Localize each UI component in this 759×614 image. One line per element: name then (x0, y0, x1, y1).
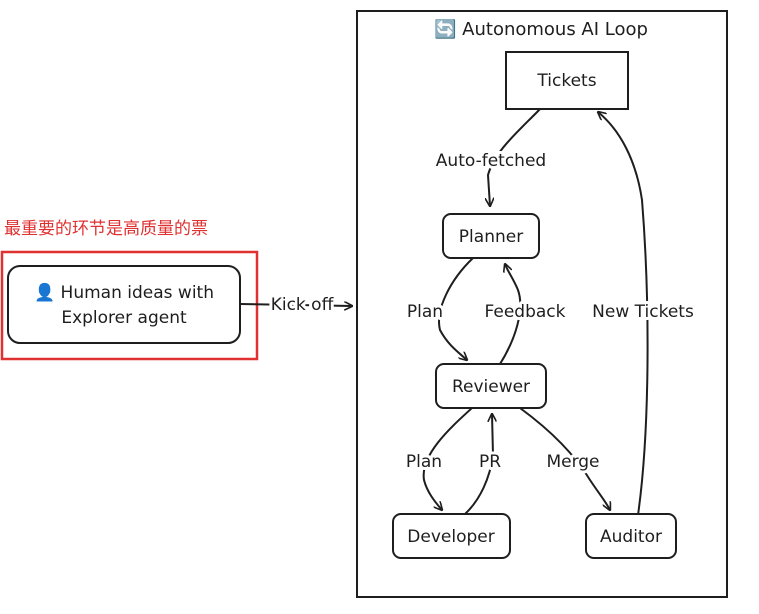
label-auto-fetched: Auto-fetched (436, 151, 546, 171)
node-human-line1: 👤 Human ideas with (34, 282, 214, 303)
node-tickets[interactable]: Tickets (505, 51, 629, 110)
node-human[interactable]: 👤 Human ideas with Explorer agent (7, 265, 241, 344)
node-planner[interactable]: Planner (442, 213, 540, 259)
edge-plan-reviewer (438, 257, 474, 360)
node-reviewer[interactable]: Reviewer (435, 363, 547, 409)
highlight-box (0, 250, 259, 361)
node-human-line2: Explorer agent (61, 308, 187, 328)
edge-merge (519, 407, 610, 510)
edge-auto-fetched (488, 107, 542, 206)
node-planner-label: Planner (459, 227, 523, 247)
edge-pr (464, 414, 493, 515)
edge-kickoff (239, 304, 353, 306)
label-plan-reviewer: Plan (407, 302, 443, 322)
node-auditor[interactable]: Auditor (585, 513, 677, 559)
node-developer-label: Developer (407, 527, 494, 547)
label-feedback: Feedback (485, 302, 566, 322)
label-plan-developer: Plan (406, 452, 442, 472)
label-merge: Merge (546, 452, 599, 472)
edge-new-tickets (598, 112, 649, 516)
loop-container (356, 10, 728, 598)
edge-plan-developer (422, 407, 473, 510)
node-auditor-label: Auditor (600, 527, 662, 547)
label-new-tickets: New Tickets (592, 302, 694, 322)
node-reviewer-label: Reviewer (452, 377, 530, 397)
edge-feedback (499, 264, 522, 365)
node-developer[interactable]: Developer (392, 513, 511, 559)
loop-title: 🔄 Autonomous AI Loop (434, 18, 648, 40)
label-kickoff: Kick off (271, 295, 335, 315)
label-pr: PR (479, 452, 501, 472)
annotation-text: 最重要的环节是高质量的票 (4, 219, 208, 239)
node-tickets-label: Tickets (536, 71, 596, 91)
